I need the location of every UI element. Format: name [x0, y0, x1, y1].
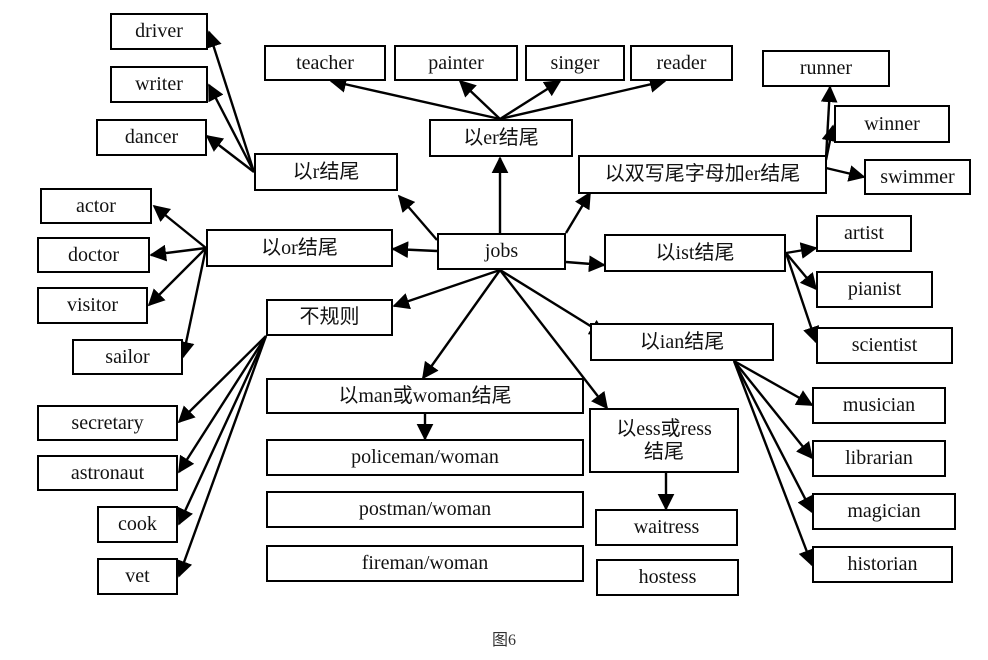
connector-arrow — [564, 191, 592, 234]
connector-arrow — [825, 165, 866, 182]
figure-caption: 图6 — [491, 632, 516, 649]
connector-arrow — [177, 335, 267, 424]
connector-arrow — [149, 244, 207, 262]
connector-arrow — [733, 359, 814, 407]
connector-arrow — [176, 335, 268, 578]
group-ess-ending: 以ess或ress 结尾 — [589, 408, 739, 473]
word-librarian: librarian — [812, 440, 946, 477]
word-magician: magician — [812, 493, 956, 530]
word-hostess: hostess — [596, 559, 739, 596]
connector-arrow — [732, 360, 814, 514]
word-fireman-woman: fireman/woman — [266, 545, 584, 582]
connector-arrow — [499, 268, 607, 337]
group-ist-ending: 以ist结尾 — [604, 234, 786, 272]
group-er-ending: 以er结尾 — [429, 119, 573, 157]
group-ian-ending: 以ian结尾 — [590, 323, 774, 361]
word-pianist: pianist — [816, 271, 933, 308]
connector-arrow — [499, 79, 562, 121]
word-teacher: teacher — [264, 45, 386, 81]
word-singer: singer — [525, 45, 625, 81]
group-or-ending: 以or结尾 — [206, 229, 393, 267]
word-runner: runner — [762, 50, 890, 87]
word-waitress: waitress — [595, 509, 738, 546]
connector-arrow — [177, 335, 268, 474]
connector-arrow — [820, 85, 838, 159]
group-r-ending: 以r结尾 — [254, 153, 398, 191]
connector-arrow — [207, 83, 256, 173]
connector-arrow — [565, 255, 606, 273]
connector-arrow — [821, 124, 839, 161]
connector-arrow — [391, 241, 438, 259]
center-node-jobs: jobs — [437, 233, 566, 270]
word-winner: winner — [834, 105, 950, 143]
word-dancer: dancer — [96, 119, 207, 156]
word-musician: musician — [812, 387, 946, 424]
word-actor: actor — [40, 188, 152, 224]
connector-arrow — [785, 242, 818, 259]
word-policeman-woman: policeman/woman — [266, 439, 584, 476]
word-sailor: sailor — [72, 339, 183, 375]
connector-arrow — [329, 76, 501, 121]
connector-arrow — [422, 269, 501, 380]
connector-arrow — [147, 247, 207, 307]
connector-arrow — [785, 252, 818, 291]
connector-arrow — [152, 204, 207, 249]
word-visitor: visitor — [37, 287, 148, 324]
connector-arrow — [205, 30, 256, 173]
connector-arrow — [177, 335, 268, 526]
connector-arrow — [733, 360, 814, 460]
word-writer: writer — [110, 66, 208, 103]
word-driver: driver — [110, 13, 208, 50]
connector-arrow — [205, 134, 255, 173]
connector-arrow — [499, 269, 609, 410]
word-astronaut: astronaut — [37, 455, 178, 491]
word-painter: painter — [394, 45, 518, 81]
word-secretary: secretary — [37, 405, 178, 441]
word-swimmer: swimmer — [864, 159, 971, 195]
word-artist: artist — [816, 215, 912, 252]
word-doctor: doctor — [37, 237, 150, 273]
connector-arrow — [392, 268, 501, 310]
connector-arrow — [177, 247, 208, 359]
word-postman-woman: postman/woman — [266, 491, 584, 528]
group-man-woman-ending: 以man或woman结尾 — [266, 378, 584, 414]
connector-arrow — [458, 79, 501, 120]
group-irregular: 不规则 — [266, 299, 393, 336]
connector-arrow — [732, 360, 815, 567]
word-scientist: scientist — [816, 327, 953, 364]
connector-arrow — [784, 252, 820, 344]
word-vet: vet — [97, 558, 178, 595]
word-cook: cook — [97, 506, 178, 543]
connector-arrow — [499, 76, 667, 121]
word-historian: historian — [812, 546, 953, 583]
connector-arrow — [397, 194, 438, 241]
word-reader: reader — [630, 45, 733, 81]
group-double-er-ending: 以双写尾字母加er结尾 — [578, 155, 827, 194]
